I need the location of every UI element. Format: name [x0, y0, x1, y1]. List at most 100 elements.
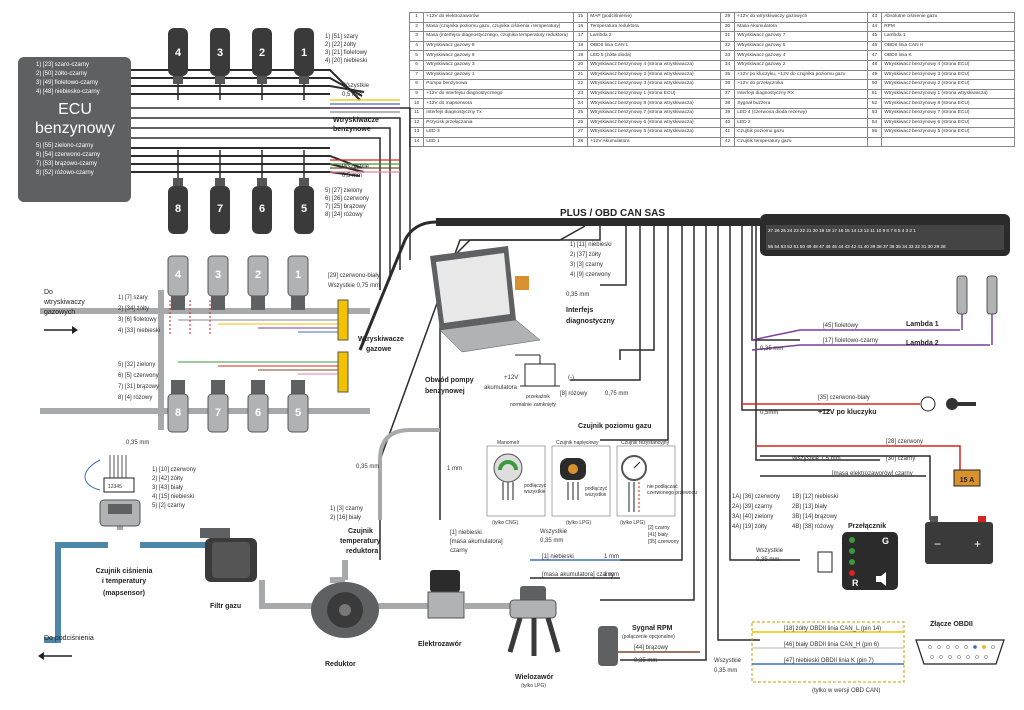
- gas-injector-4: 4: [175, 269, 182, 281]
- petrol-injectors-bottom: 8 7 6 5: [168, 178, 314, 234]
- lambda-sensors: [45] fioletowy [17] fioletowo-czarny Lam…: [751, 275, 998, 352]
- pin-number-cell: [866, 136, 883, 148]
- ignition-wire: [35] czerwono-biały: [818, 395, 870, 401]
- switch-block: 1A) [36] czerwony 2A) [39] czarny 3A) [4…: [732, 494, 898, 590]
- interface-plug: [515, 276, 529, 290]
- interface-pin-4: 4) [9] czerwony: [570, 272, 611, 278]
- key-icon: [946, 398, 976, 410]
- gas-connectors: [337, 299, 349, 393]
- gas-injector-5: 5: [295, 407, 301, 419]
- level-cross: 0,35 mm: [540, 538, 563, 544]
- petrol-injector-5: 5: [301, 203, 307, 215]
- gauge-3-label: Czujnik rezystancyjny: [621, 440, 670, 446]
- battery-minus: −: [934, 537, 941, 551]
- ecu-pin-8: 8) [52] różowo-czarny: [36, 170, 94, 176]
- battery-red-wire: [28] czerwony: [886, 439, 923, 445]
- switch-pin-2a: 2A) [39] czarny: [732, 504, 772, 510]
- map-pin-3: 3) [43] biały: [152, 485, 183, 491]
- interface-pin-3: 3) [3] czarny: [570, 262, 603, 268]
- petrol-injector-2: 2: [259, 47, 265, 59]
- petrol-injector-8: 8: [175, 203, 181, 215]
- pin-function-cell: [881, 136, 1015, 148]
- solenoid-blue: [1] niebieski: [450, 530, 482, 536]
- gas-bottom-pin-6: 6) [5] czerwony: [118, 373, 159, 379]
- to-gas-injectors-2: wtryskiwaczy: [43, 299, 85, 306]
- switch-plug: [817, 551, 833, 573]
- to-gas-injectors-3: gazowych: [44, 309, 75, 316]
- gas-common-wire: [29] czerwono-biały: [328, 273, 380, 279]
- petrol-top-pin-3: 3) [21] fioletowy: [325, 50, 367, 56]
- interface-pin-1: 1) [11] niebieski: [570, 242, 612, 248]
- gas-title-2: gazowe: [366, 346, 391, 353]
- switch-panel[interactable]: G R: [842, 532, 898, 590]
- map-title-1: Czujnik ciśnienia: [96, 568, 153, 575]
- rpm-subtitle: (połączenie opcjonalne): [622, 634, 675, 640]
- gauge-3-type: (tylko LPG): [620, 520, 645, 526]
- filter-label: Filtr gazu: [210, 603, 241, 610]
- map-pin-4: 4) [15] niebieski: [152, 494, 194, 500]
- map-title-2: i temperatury: [102, 578, 146, 585]
- petrol-injector-6: 6: [259, 203, 265, 215]
- gauge-2-note-1: podłączyć: [585, 486, 608, 492]
- ecu-pin-1: 1) [23] szaro-czarny: [36, 62, 89, 68]
- lambda-wire-2: [17] fioletowo-czarny: [823, 338, 878, 344]
- pump-battery: akumulatora: [484, 385, 518, 391]
- gas-top-pin-3: 3) [6] fioletowy: [118, 317, 157, 323]
- switch-pin-3b: 3B) [14] brązowy: [792, 514, 837, 520]
- pump-circuit: Obwód pompy benzynowej +12V akumulatora …: [425, 354, 628, 408]
- temp-title-1: Czujnik: [348, 528, 373, 535]
- obd-cross: 0,35 mm: [714, 668, 737, 674]
- battery-black-wire: [30] czarny: [886, 456, 915, 462]
- map-pin-2: 2) [42] żółty: [152, 476, 183, 482]
- ecu-petrol: 1) [23] szaro-czarny 2) [50] żółto-czarn…: [18, 57, 131, 202]
- pump-wire: [8] różowy: [560, 391, 587, 397]
- switch-pin-4a: 4A) [19] żółty: [732, 524, 767, 530]
- pin-number-cell: 28: [572, 136, 589, 148]
- multivalve-title: Wielozawór: [515, 674, 554, 681]
- petrol-injector-3: 3: [217, 47, 223, 59]
- petrol-injector-labels: 1) [51] szary 2) [22] żółty 3) [21] fiol…: [325, 34, 379, 218]
- pump-minus: (-): [568, 375, 574, 381]
- gas-top-pin-4: 4) [33] niebieski: [118, 328, 160, 334]
- level-sensor-block: Czujnik poziomu gazu Manometr Czujnik na…: [486, 423, 697, 579]
- gauge-1-type: (tylko CNG): [492, 520, 518, 526]
- temp-title-2: temperatury: [340, 538, 381, 545]
- map-pin-5: 5) [2] czarny: [152, 503, 185, 509]
- interface-pin-2: 2) [37] żółty: [570, 252, 601, 258]
- gas-bottom-pin-5: 5) [32] zielony: [118, 362, 155, 368]
- gas-top-pin-1: 1) [7] szary: [118, 295, 148, 301]
- gas-all-label: Wszystkie 0,75 mm: [328, 283, 380, 289]
- interface-cross: 0,35 mm: [566, 292, 589, 298]
- switch-pin-4b: 4B) [38] różowy: [792, 524, 834, 530]
- temp-cross: 0,35 mm: [356, 464, 379, 470]
- rpm-signal: Sygnał RPM (połączenie opcjonalne) [44] …: [598, 625, 700, 666]
- ignition-cross: 0,5mm: [760, 410, 778, 416]
- gas-injector-2: 2: [255, 269, 261, 281]
- obd-wire-can-h: [46] biały OBDII linia CAN_H (pin 6): [784, 642, 879, 648]
- map-title-3: (mapsensor): [103, 590, 145, 597]
- gas-bottom-pin-7: 7) [31] brązowy: [118, 384, 159, 390]
- obd-wire-k: [47] niebieski OBDII linia K (pin 7): [784, 658, 874, 664]
- level-wire-red: [35] czerwony: [648, 539, 679, 545]
- vacuum-label: Do podciśnienia: [44, 635, 94, 642]
- battery-ground: [masa elektrozaworów] czarny: [832, 471, 913, 477]
- petrol-cross-top: 0,5 mm: [342, 92, 362, 98]
- obd-block: [18] żółty OBDII linia CAN_L (pin 14) [4…: [714, 621, 1005, 694]
- map-pin-1: 1) [10] czerwony: [152, 467, 196, 473]
- ecu-pin-2: 2) [50] żółto-czarny: [36, 71, 87, 77]
- ecu-wires: [131, 69, 411, 290]
- pump-title-2: benzynowej: [425, 388, 465, 395]
- ecu-pin-5: 5) [55] zielono-czarny: [36, 143, 93, 149]
- level-wire-black: [2] czarny: [648, 525, 670, 531]
- gas-injector-7: 7: [215, 407, 221, 419]
- switch-pin-1b: 1B) [12] niebieski: [792, 494, 838, 500]
- solenoid: 1 mm [1] niebieski [masa akumulatora] cz…: [418, 466, 503, 648]
- map-cross: 0,35 mm: [126, 440, 149, 446]
- pump-cross: 0,75 mm: [605, 391, 628, 397]
- map-connector-pins: 12345: [108, 484, 122, 490]
- lambda-wire-1: [45] fioletowy: [823, 323, 858, 329]
